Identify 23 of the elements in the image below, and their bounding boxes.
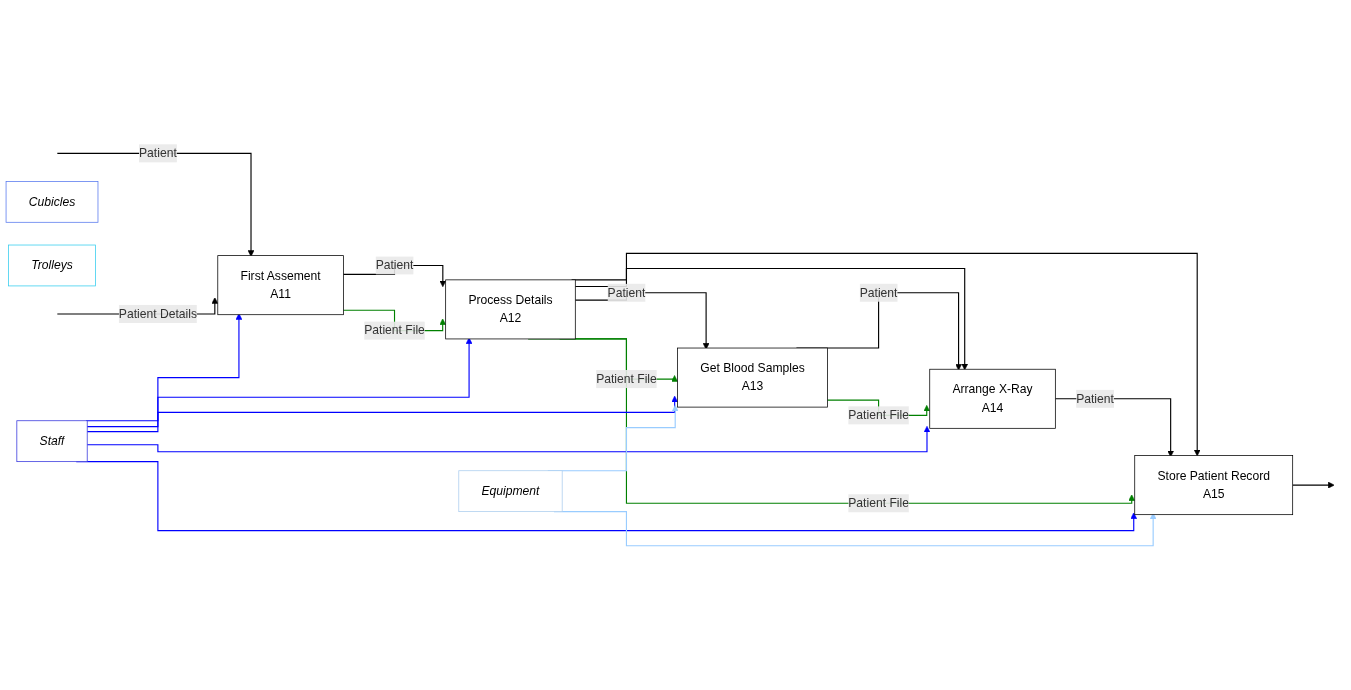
edge-label: Patient File bbox=[848, 496, 909, 510]
node-box: Equipment bbox=[458, 470, 563, 512]
node-box: Process Details A12 bbox=[445, 279, 576, 340]
edge-label: Patient bbox=[139, 146, 177, 160]
node-box: Get Blood Samples A13 bbox=[677, 347, 828, 408]
node-box: Cubicles bbox=[5, 181, 99, 223]
edge-label: Patient bbox=[607, 285, 646, 299]
arrow bbox=[86, 337, 473, 428]
node-box: First Assement A11 bbox=[217, 255, 344, 316]
edge-label: Patient Details bbox=[118, 307, 197, 320]
arrow bbox=[86, 395, 678, 433]
edge-label: Patient File bbox=[364, 323, 425, 337]
edge-label: Patient File bbox=[596, 372, 657, 386]
arrow bbox=[1292, 481, 1335, 489]
edge-label: Patient bbox=[859, 285, 898, 299]
node-box: Trolleys bbox=[8, 244, 96, 287]
edge-label: Patient File bbox=[848, 408, 909, 422]
arrow bbox=[85, 313, 243, 422]
edge-label: Patient bbox=[1076, 391, 1114, 405]
edge-label: Patient bbox=[375, 258, 414, 272]
node-box: Store Patient Record A15 bbox=[1134, 455, 1294, 516]
arrow bbox=[86, 425, 931, 453]
node-box: Arrange X-Ray A14 bbox=[929, 368, 1056, 429]
